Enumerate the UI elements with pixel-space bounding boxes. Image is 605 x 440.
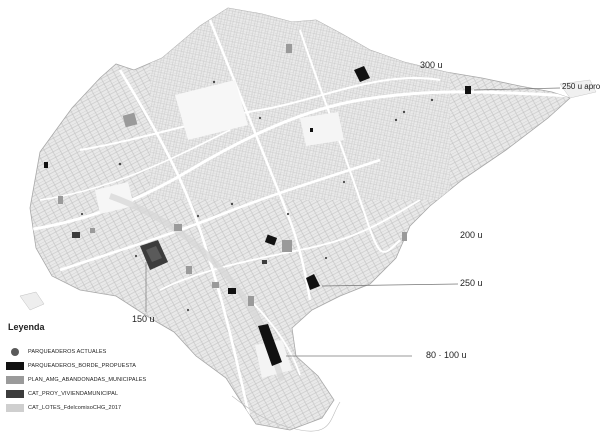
proposed-parking-lots (44, 66, 471, 366)
legend-label: PARQUEADEROS_BORDE_PROPUESTA (28, 362, 137, 369)
legend-swatch (6, 389, 24, 398)
abandoned-municipal-lots (58, 44, 407, 306)
annotation-250u-apro: 250 u apro (562, 82, 601, 91)
municipal-housing-lots (72, 232, 267, 270)
annotation-80-100u: 80 · 100 u (426, 350, 467, 360)
legend-item: PLAN_AMG_ABANDONADAS_MUNICIPALES (6, 374, 241, 385)
legend-title: Leyenda (8, 322, 45, 332)
legend-swatch (6, 403, 24, 412)
annotation-200u: 200 u (460, 230, 483, 240)
callout-lines (145, 87, 561, 357)
legend-label: PARQUEADEROS ACTUALES (28, 348, 107, 355)
legend-item: PARQUEADEROS_BORDE_PROPUESTA (6, 360, 241, 371)
legend-item: CAT_LOTES_FdelcomisoCHG_2017 (6, 402, 241, 413)
legend-swatch (6, 375, 24, 384)
legend-items: PARQUEADEROS ACTUALES PARQUEADEROS_BORDE_… (6, 346, 241, 413)
legend-item: PARQUEADEROS ACTUALES (6, 346, 241, 357)
legend-label: CAT_LOTES_FdelcomisoCHG_2017 (28, 404, 122, 411)
annotation-150u: 150 u (132, 314, 155, 324)
annotation-300u: 300 u (420, 60, 443, 70)
legend-swatch (6, 361, 24, 370)
legend-label: CAT_PROY_VIVIENDAMUNICIPAL (28, 390, 119, 397)
legend-label: PLAN_AMG_ABANDONADAS_MUNICIPALES (28, 376, 147, 383)
annotation-250u: 250 u (460, 278, 483, 288)
legend-item: CAT_PROY_VIVIENDAMUNICIPAL (6, 388, 241, 399)
existing-parking-points (80, 80, 434, 312)
legend-swatch (11, 347, 19, 356)
